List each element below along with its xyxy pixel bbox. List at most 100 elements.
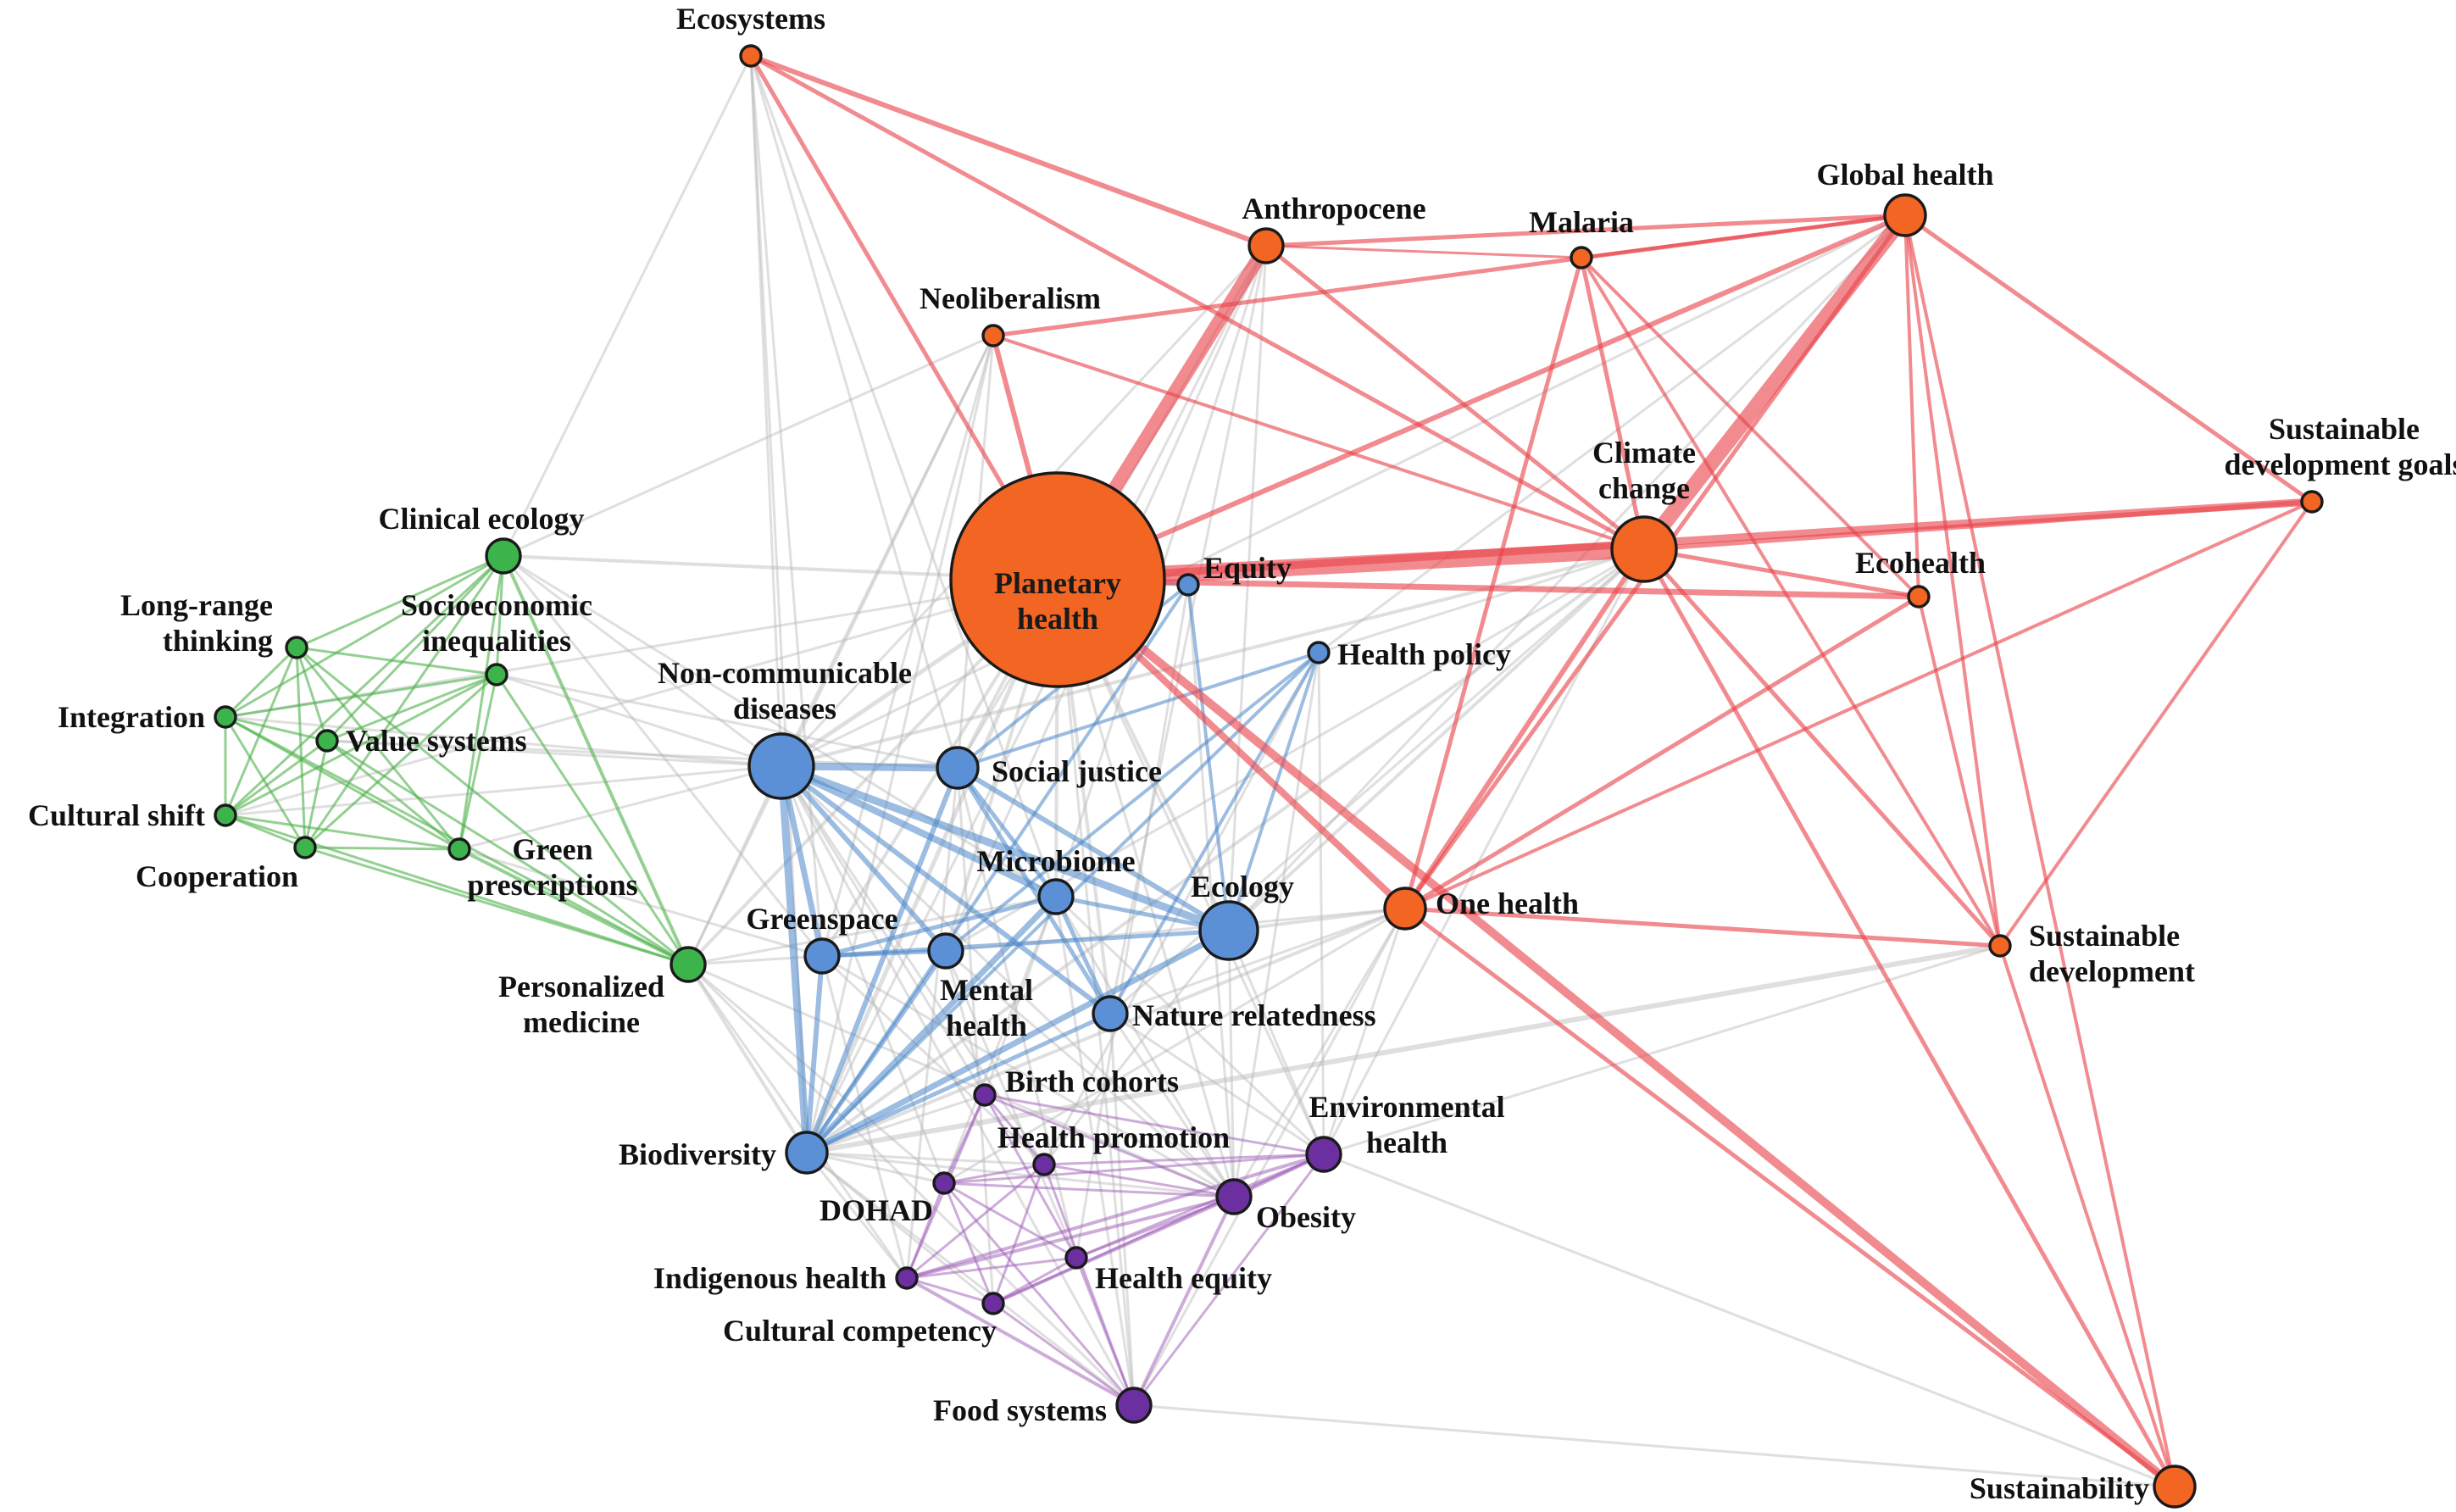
edge-mental_health-health_equity bbox=[944, 949, 1078, 1259]
label-ecohealth: Ecohealth bbox=[1855, 546, 1986, 580]
edge-mental_health-birth_cohorts bbox=[944, 949, 986, 1097]
edge-greenspace-biodiversity bbox=[804, 953, 825, 1155]
edge-obesity-dohad bbox=[942, 1181, 1236, 1198]
edge-long_range-green_prescriptions bbox=[295, 646, 461, 851]
edge-clinical_ecology-greenspace bbox=[502, 554, 824, 958]
node-birth-cohorts bbox=[973, 1083, 997, 1107]
edge-obesity-indigenous_health bbox=[905, 1195, 1236, 1280]
node-health-policy bbox=[1307, 641, 1331, 664]
edge-ecosystems-climate_change bbox=[748, 53, 1647, 552]
label-food-systems: Food systems bbox=[933, 1393, 1107, 1427]
label-health-equity: Health equity bbox=[1095, 1261, 1272, 1295]
node-ecohealth bbox=[1907, 585, 1931, 609]
edge-nature_relatedness-health_policy bbox=[1109, 651, 1320, 1015]
node-climate-change bbox=[1610, 515, 1678, 583]
edge-social_justice-cultural_competency bbox=[956, 766, 995, 1305]
edge-cooperation-personalized_medicine bbox=[303, 846, 690, 966]
node-anthropocene bbox=[1247, 227, 1285, 264]
label-one-health: One health bbox=[1436, 887, 1579, 920]
node-long-range bbox=[285, 636, 308, 659]
edge-one_health-obesity bbox=[1232, 907, 1407, 1198]
edge-environmental_health-dohad bbox=[942, 1153, 1325, 1185]
node-obesity bbox=[1215, 1178, 1253, 1215]
edge-nature_relatedness-environmental_health bbox=[1109, 1012, 1325, 1156]
label-neoliberalism: Neoliberalism bbox=[920, 281, 1101, 315]
edge-personalized_medicine-greenspace bbox=[686, 954, 824, 966]
edge-personalized_medicine-dohad bbox=[686, 963, 946, 1185]
node-biodiversity bbox=[785, 1131, 829, 1175]
edge-personalized_medicine-food_systems bbox=[686, 963, 1136, 1407]
label-sustainability: Sustainability bbox=[1970, 1471, 2149, 1505]
edge-clinical_ecology-green_prescriptions bbox=[458, 554, 505, 851]
edge-greenspace-health_promotion bbox=[820, 954, 1046, 1166]
node-integration bbox=[214, 705, 237, 729]
edge-clinical_ecology-socioeconomic bbox=[495, 554, 505, 676]
edge-ecology-health_promotion bbox=[1042, 929, 1231, 1166]
label-dohad: DOHAD bbox=[820, 1193, 933, 1227]
edge-ncd-microbiome bbox=[778, 763, 1059, 900]
node-green-prescriptions bbox=[447, 837, 471, 861]
edge-climate_change-sustainable_development bbox=[1642, 547, 2003, 948]
edge-anthropocene-global_health bbox=[1264, 213, 1908, 248]
edge-microbiome-obesity bbox=[1054, 895, 1236, 1198]
edge-cultural_shift-green_prescriptions bbox=[224, 814, 461, 851]
edge-ecology-obesity bbox=[1227, 929, 1236, 1198]
edge-mental_health-obesity bbox=[944, 949, 1236, 1198]
edge-ecohealth-sustainable_development bbox=[1917, 595, 2002, 948]
edge-one_health-environmental_health bbox=[1322, 907, 1407, 1156]
edge-sdgs-one_health bbox=[1403, 500, 2314, 910]
edge-clinical_ecology-long_range bbox=[295, 554, 505, 649]
edge-dohad-indigenous_health bbox=[905, 1181, 946, 1280]
node-planetary-health bbox=[949, 471, 1166, 688]
node-cooperation bbox=[293, 836, 317, 859]
edge-anthropocene-ecology bbox=[1227, 244, 1268, 932]
edge-global_health-health_policy bbox=[1317, 214, 1907, 654]
edge-malaria-sustainable_development bbox=[1580, 256, 2002, 948]
edge-value_systems-personalized_medicine bbox=[325, 739, 690, 966]
label-cultural-competency: Cultural competency bbox=[723, 1314, 997, 1348]
edge-social_justice-nature_relatedness bbox=[955, 765, 1113, 1016]
edge-birth_cohorts-environmental_health bbox=[983, 1093, 1325, 1156]
edge-malaria-climate_change bbox=[1579, 255, 1647, 552]
edge-climate_change-ncd bbox=[780, 548, 1646, 768]
edge-neoliberalism-climate_change bbox=[992, 334, 1646, 551]
edge-ecosystems-social_justice bbox=[749, 54, 959, 770]
edge-ecology-health_policy bbox=[1227, 651, 1320, 932]
edge-neoliberalism-greenspace bbox=[820, 334, 995, 958]
edge-biodiversity-indigenous_health bbox=[805, 1151, 908, 1280]
node-health-equity bbox=[1064, 1246, 1088, 1270]
edge-long_range-socioeconomic bbox=[295, 646, 498, 676]
edge-one_health-sustainable_development bbox=[1403, 906, 2003, 948]
edge-health_promotion-environmental_health bbox=[1042, 1153, 1325, 1166]
edge-socioeconomic-social_justice bbox=[495, 673, 959, 770]
edge-microbiome-nature_relatedness bbox=[1053, 894, 1113, 1016]
edge-birth_cohorts-obesity bbox=[983, 1093, 1236, 1198]
edge-socioeconomic-value_systems bbox=[325, 673, 498, 742]
label-ecology: Ecology bbox=[1191, 870, 1294, 903]
edge-anthropocene-biodiversity bbox=[805, 244, 1268, 1154]
node-microbiome bbox=[1037, 878, 1075, 915]
edge-global_health-sdgs bbox=[1903, 213, 2314, 504]
edge-long_range-value_systems bbox=[295, 646, 329, 742]
edge-long_range-cultural_shift bbox=[224, 646, 298, 817]
label-health-promotion: Health promotion bbox=[997, 1120, 1230, 1154]
edge-value_systems-green_prescriptions bbox=[325, 739, 461, 851]
edge-neoliberalism-personalized_medicine bbox=[686, 334, 995, 966]
node-ncd bbox=[747, 732, 815, 800]
edge-cultural_competency-food_systems bbox=[992, 1302, 1136, 1407]
edge-obesity-food_systems bbox=[1132, 1195, 1236, 1407]
edge-integration-ncd bbox=[224, 715, 783, 768]
edge-nature_relatedness-biodiversity bbox=[804, 1011, 1113, 1155]
edge-socioeconomic-cooperation bbox=[303, 673, 498, 849]
edge-ecosystems-microbiome bbox=[749, 54, 1058, 898]
node-mental-health bbox=[927, 932, 964, 970]
edge-health_equity-cultural_competency bbox=[992, 1256, 1078, 1305]
edge-personalized_medicine-microbiome bbox=[686, 895, 1058, 966]
